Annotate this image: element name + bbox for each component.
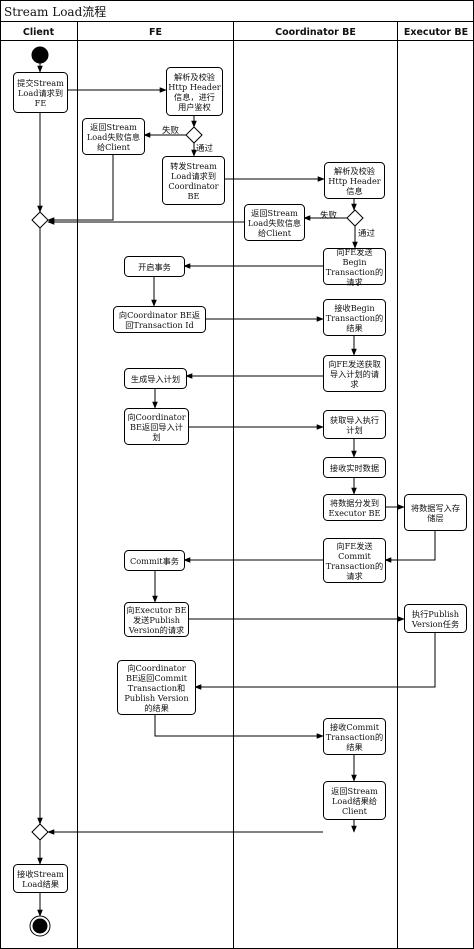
node-c2-text: 接收Stream Load结果	[17, 868, 64, 889]
node-b5-text: 向FE发送获取 导入计划的请 求	[328, 358, 381, 389]
edge-27	[194, 632, 436, 690]
node-f10-text: 向Coordinator BE返回Commit Transaction和 Pub…	[124, 662, 189, 713]
node-b5-box	[323, 355, 386, 392]
diamond-m2	[31, 823, 49, 841]
node-f10-box	[117, 660, 196, 715]
edge-label-pass-be: 通过	[358, 229, 376, 239]
lane-client-title: Client	[22, 26, 55, 38]
diamond-m1	[31, 211, 49, 229]
node-b8-text: 将数据分发到 Executor BE	[328, 497, 381, 518]
node-b10-box	[323, 718, 386, 755]
lane-coordinator-be-title: Coordinator BE	[275, 26, 356, 38]
node-e1-text: 将数据写入存 储层	[410, 502, 461, 523]
diamond-dBE	[346, 209, 364, 227]
node-b6-box	[323, 410, 386, 439]
node-f2-text: 返回Stream Load失败信息 给Client	[86, 121, 141, 152]
edge-label-pass-fe: 通过	[196, 144, 214, 154]
node-b6-text: 获取导入执行 计划	[329, 414, 380, 435]
node-f1-box	[166, 67, 223, 116]
node-b10-text: 接收Commit Transaction的 结果	[325, 721, 384, 752]
node-f6-text: 生成导入计划	[130, 373, 181, 384]
node-b1-text: 解析及校验 Http Header 信息	[328, 165, 381, 196]
node-f4-box	[124, 256, 185, 277]
node-f8-box	[124, 550, 185, 571]
edge-label-fail-fe: 失败	[162, 126, 180, 136]
node-e1-box	[404, 494, 467, 531]
edge-label-fail-be: 失败	[320, 211, 338, 221]
node-f6-box	[124, 368, 187, 389]
end-node-core	[32, 918, 48, 934]
node-f4-text: 开启事务	[138, 261, 171, 272]
node-c1-text: 提交Stream Load请求到 FE	[17, 77, 64, 108]
node-c1-box	[13, 72, 68, 113]
node-f7-text: 向Coordinator BE返回导入计 划	[127, 411, 186, 442]
node-f3-text: 转发Stream Load请求到 Coordinator BE	[168, 160, 219, 201]
node-b9-box	[323, 538, 386, 583]
node-b3-text: 向FE发送Begin Transaction的 请求	[325, 246, 384, 287]
lane-fe-title: FE	[149, 26, 162, 38]
node-b1-box	[324, 162, 385, 199]
node-f1-text: 解析及校验 Http Header 信息，进行 用户鉴权	[168, 71, 221, 112]
node-b3-box	[323, 248, 386, 285]
node-f5-text: 向Coordinator BE返 回Transaction Id	[118, 309, 201, 330]
node-b11-text: 返回Stream Load结果给 Client	[331, 785, 378, 816]
node-e2-text: 执行Publish Version任务	[411, 608, 460, 629]
edge-6	[47, 154, 114, 223]
node-f9-text: 向Executor BE 发送Publish Version的请求	[126, 604, 187, 635]
node-b7-box	[323, 457, 386, 478]
node-b4-text: 接收Begin Transaction的 结果	[325, 302, 384, 333]
node-b2-text: 返回Stream Load失败信息 给Client	[247, 207, 302, 238]
start-node	[31, 46, 49, 64]
node-e2-box	[404, 604, 467, 633]
node-f3-box	[162, 156, 225, 205]
node-b7-text: 接收实时数据	[329, 462, 380, 473]
node-b11-box	[323, 781, 386, 820]
lane-executor-be-title: Executor BE	[403, 26, 469, 38]
edge-23	[384, 530, 436, 563]
edge-28	[154, 714, 324, 739]
node-b4-box	[323, 299, 386, 336]
node-b8-box	[323, 494, 386, 521]
diagram-title: Stream Load流程	[4, 5, 107, 19]
node-f7-box	[124, 408, 189, 445]
node-f5-box	[113, 306, 206, 333]
node-f9-box	[124, 602, 189, 637]
node-b9-text: 向FE发送 Commit Transaction的 请求	[325, 540, 384, 581]
diamond-dFE	[185, 126, 203, 144]
node-f2-box	[82, 118, 145, 155]
node-b2-box	[244, 204, 305, 241]
node-f8-text: Commit事务	[129, 555, 179, 566]
node-c2-box	[13, 864, 68, 893]
